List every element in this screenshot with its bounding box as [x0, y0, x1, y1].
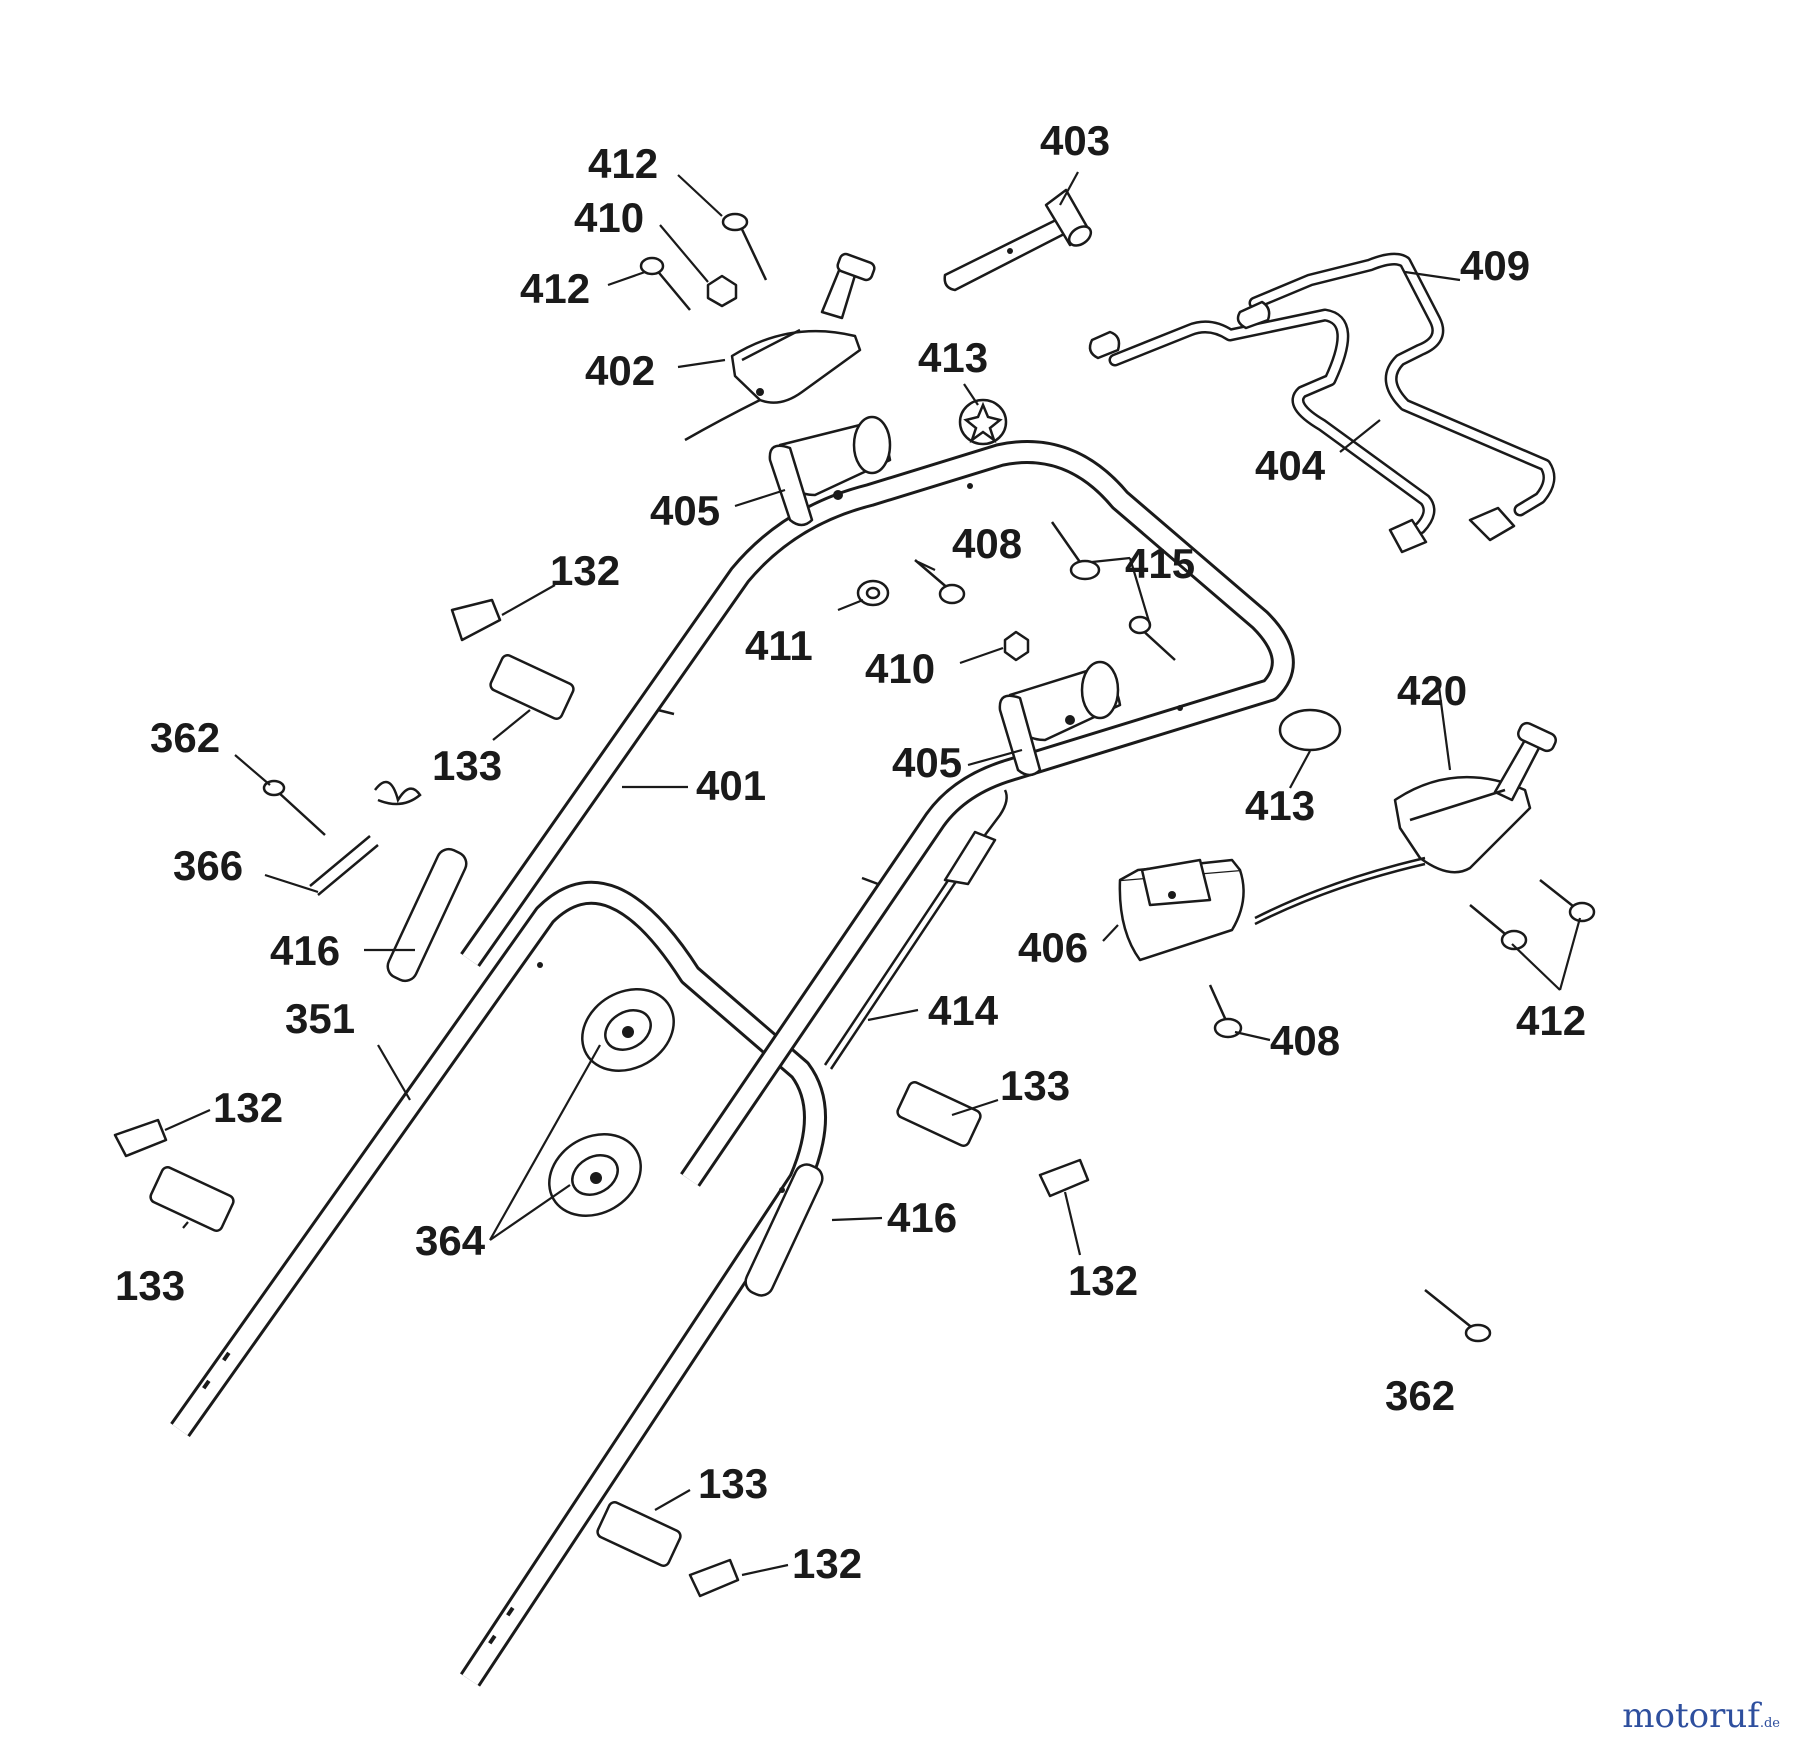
label-415: 415	[1125, 540, 1195, 587]
part-labels: 412 410 412 402 403 409 413 404 405 132 …	[115, 117, 1586, 1587]
leader-lines	[164, 171, 1582, 1577]
label-364: 364	[415, 1217, 486, 1264]
cable-housing-406	[1118, 858, 1245, 962]
label-351: 351	[285, 995, 355, 1042]
bail-bar-404	[1088, 308, 1436, 554]
bail-bar-409	[1236, 252, 1556, 542]
label-405-mid: 405	[892, 739, 962, 786]
label-412-right: 412	[1516, 997, 1586, 1044]
label-401: 401	[696, 762, 766, 809]
throttle-lever-420	[1254, 721, 1557, 926]
label-406: 406	[1018, 924, 1088, 971]
label-405-top: 405	[650, 487, 720, 534]
label-133-top: 133	[432, 742, 502, 789]
label-413-right: 413	[1245, 782, 1315, 829]
cable-414	[823, 789, 1008, 1070]
label-362-right: 362	[1385, 1372, 1455, 1419]
label-132-left: 132	[213, 1084, 283, 1131]
motoruf-watermark: motoruf.de	[1622, 1696, 1780, 1736]
label-412-left: 412	[520, 265, 590, 312]
watermark-brand: motoruf	[1622, 1696, 1760, 1736]
label-132-top: 132	[550, 547, 620, 594]
label-414: 414	[928, 987, 999, 1034]
knob-364-upper	[581, 988, 675, 1072]
lower-handle-351	[170, 880, 827, 1687]
label-411: 411	[745, 622, 813, 669]
label-408-right: 408	[1270, 1017, 1340, 1064]
label-133-right: 133	[1000, 1062, 1070, 1109]
label-420: 420	[1397, 667, 1467, 714]
label-133-left: 133	[115, 1262, 185, 1309]
hardware	[113, 212, 1596, 1598]
label-409: 409	[1460, 242, 1530, 289]
label-416-right: 416	[887, 1194, 957, 1241]
label-132-bottom: 132	[792, 1540, 862, 1587]
throttle-lever-402	[684, 252, 876, 442]
clamp-405-mid	[998, 660, 1122, 777]
label-410-mid: 410	[865, 645, 935, 692]
label-362-left: 362	[150, 714, 220, 761]
label-402: 402	[585, 347, 655, 394]
label-403: 403	[1040, 117, 1110, 164]
label-410-top: 410	[574, 194, 644, 241]
label-133-bottom: 133	[698, 1460, 768, 1507]
label-132-right: 132	[1068, 1257, 1138, 1304]
label-416-left: 416	[270, 927, 340, 974]
label-404: 404	[1255, 442, 1326, 489]
knob-364-lower	[548, 1133, 642, 1217]
label-413-top: 413	[918, 334, 988, 381]
watermark-suffix: .de	[1759, 1716, 1780, 1731]
label-408-top: 408	[952, 520, 1022, 567]
pin-403	[943, 188, 1093, 292]
clamp-405-top	[768, 415, 892, 527]
label-412-top: 412	[588, 140, 658, 187]
label-366: 366	[173, 842, 243, 889]
